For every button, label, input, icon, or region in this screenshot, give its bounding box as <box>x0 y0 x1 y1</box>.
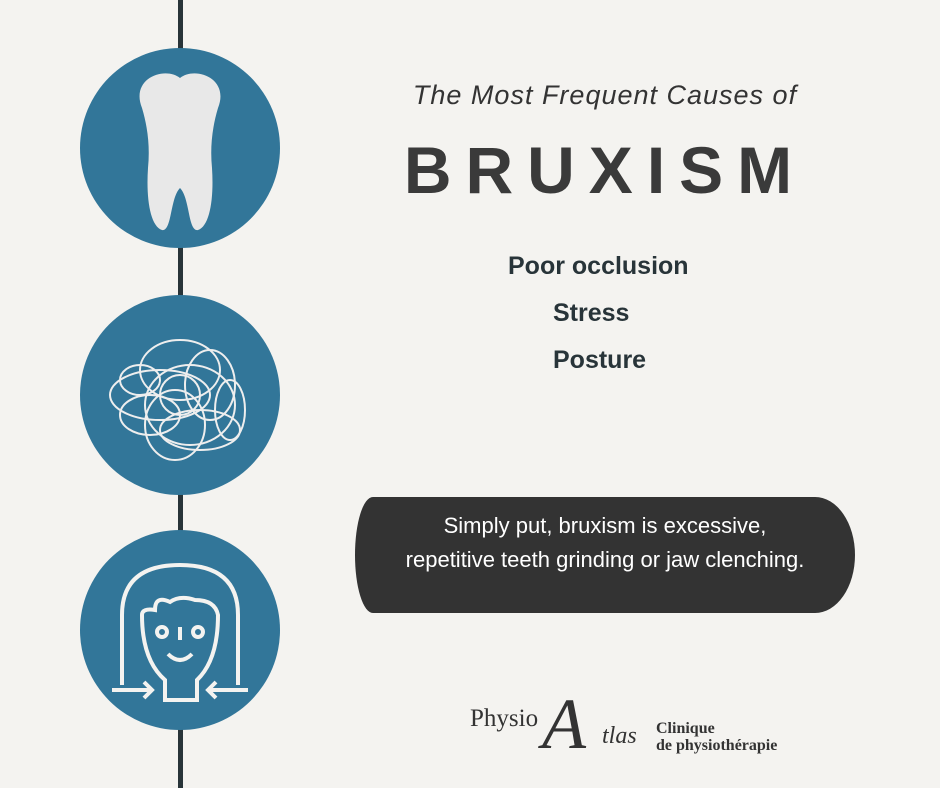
posture-circle <box>80 530 280 730</box>
cause-item: Poor occlusion <box>508 252 689 280</box>
tooth-icon <box>139 73 221 231</box>
cause-item: Stress <box>553 299 630 327</box>
stress-circle <box>80 295 280 495</box>
tangled-scribble-icon <box>109 339 246 461</box>
page-title: BRUXISM <box>403 133 807 207</box>
tooth-circle <box>80 48 280 248</box>
clinic-line1: Clinique <box>656 720 715 737</box>
logo-physio: Physio <box>470 705 539 732</box>
face-posture-icon <box>112 562 248 702</box>
cause-item: Posture <box>553 346 647 374</box>
clinic-line2: de physiothérapie <box>656 737 778 754</box>
definition-box: Simply put, bruxism is excessive, repeti… <box>355 497 855 613</box>
subtitle: The Most Frequent Causes of <box>412 80 798 110</box>
logo-atlas: tlas <box>602 723 637 749</box>
definition-text: Simply put, bruxism is excessive, repeti… <box>405 513 805 572</box>
logo-a: A <box>542 684 586 764</box>
